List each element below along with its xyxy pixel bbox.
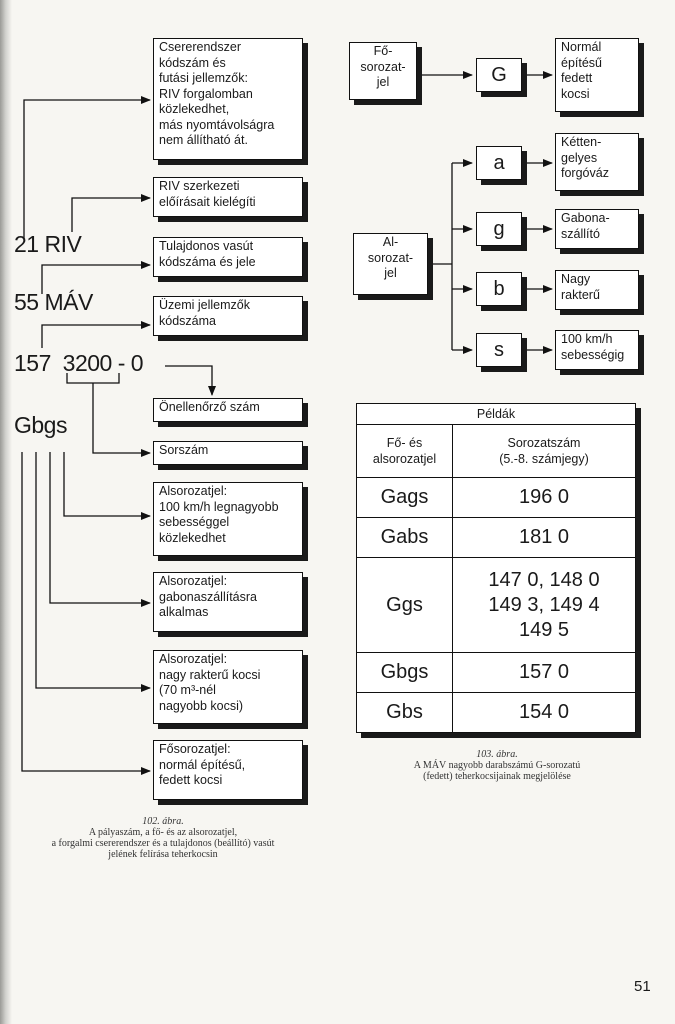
letter-g: g	[476, 212, 522, 246]
connector-s	[63, 452, 151, 520]
row-code: Gbgs	[356, 652, 453, 693]
meaning-s: 100 km/h sebességig	[555, 330, 639, 370]
label-sub-series: Al- sorozat- jel	[353, 233, 428, 295]
page-number: 51	[634, 978, 651, 995]
box-text: Tulajdonos vasút kódszáma és jele	[159, 239, 256, 269]
meaning-g: Gabona- szállító	[555, 209, 639, 249]
box-subseries-s: Alsorozatjel: 100 km/h legnagyobb sebess…	[153, 482, 303, 556]
row-code: Gbs	[356, 692, 453, 733]
row-number: 149 3, 149 4	[488, 593, 600, 616]
box-riv-construction: RIV szerkezeti előírásait kielégíti	[153, 177, 303, 217]
box-text: Alsorozatjel: gabonaszállításra alkalmas	[159, 574, 257, 619]
row-code: Ggs	[356, 557, 453, 653]
meaning-b: Nagy rakterű	[555, 270, 639, 310]
box-text: Alsorozatjel: 100 km/h legnagyobb sebess…	[159, 484, 279, 545]
connector-riv-construction	[71, 194, 151, 232]
table-row: Ggs 147 0, 148 0 149 3, 149 4 149 5	[356, 557, 636, 653]
row-code: Gags	[356, 477, 453, 518]
box-text: Önellenőrző szám	[159, 400, 260, 414]
code-mav: 55 MÁV	[14, 289, 93, 315]
label-text: Al- sorozat- jel	[367, 235, 414, 280]
caption-fig102-number: 102. ábra.	[142, 816, 184, 827]
meaning-text: 100 km/h sebességig	[561, 332, 625, 362]
caption-fig103-number: 103. ábra.	[476, 749, 518, 760]
letter-G: G	[476, 58, 522, 92]
box-exchange-code: Csererendszer kódszám és futási jellemző…	[153, 38, 303, 160]
box-serial-number: Sorszám	[153, 441, 303, 465]
connector-sub-trunk	[428, 163, 453, 350]
examples-table: Példák Fő- és alsorozatjel Sorozatszám (…	[356, 403, 636, 733]
meaning-G: Normál építésű fedett kocsi	[555, 38, 639, 112]
caption-fig103: 103. ábra. A MÁV nagyobb darabszámú G-so…	[352, 749, 642, 782]
box-text: Fősorozatjel: normál építésű, fedett koc…	[159, 742, 246, 787]
meaning-text: Nagy rakterű	[561, 272, 600, 302]
meaning-a: Kétten- gelyes forgóváz	[555, 133, 639, 191]
book-spine-shadow	[0, 0, 12, 1024]
table-row: Gbgs 157 0	[356, 652, 636, 693]
letter-b: b	[476, 272, 522, 306]
row-numbers: 154 0	[452, 692, 636, 733]
caption-fig102-text: A pályaszám, a fő- és az alsorozatjel, a…	[51, 827, 275, 860]
box-text: Üzemi jellemzők kódszáma	[159, 298, 250, 328]
code-series: Gbgs	[14, 412, 67, 438]
row-number: 181 0	[518, 526, 570, 548]
box-operating-code: Üzemi jellemzők kódszáma	[153, 296, 303, 336]
meaning-text: Normál építésű fedett kocsi	[561, 40, 603, 101]
connector-riv-exchange	[23, 96, 151, 238]
connector-operating	[41, 321, 151, 348]
connector-check-digit	[165, 365, 216, 396]
connector-owner	[41, 261, 151, 294]
table-row: Gags 196 0	[356, 477, 636, 518]
box-text: RIV szerkezeti előírásait kielégíti	[159, 179, 256, 209]
box-text: Sorszám	[159, 443, 209, 457]
letter-a: a	[476, 146, 522, 180]
row-numbers: 181 0	[452, 517, 636, 558]
row-number: 149 5	[518, 618, 570, 641]
row-numbers: 196 0	[452, 477, 636, 518]
table-row: Gabs 181 0	[356, 517, 636, 558]
label-text: Fő- sorozat- jel	[360, 44, 406, 89]
header-series-number: Sorozatszám (5.-8. számjegy)	[452, 424, 636, 478]
connector-b	[35, 452, 151, 692]
examples-table-title: Példák	[356, 403, 636, 425]
caption-fig102: 102. ábra. A pályaszám, a fő- és az also…	[8, 816, 318, 860]
meaning-text: Kétten- gelyes forgóváz	[561, 135, 609, 180]
box-main-series-G: Fősorozatjel: normál építésű, fedett koc…	[153, 740, 303, 800]
meaning-text: Gabona- szállító	[561, 211, 610, 241]
row-number: 147 0, 148 0	[488, 568, 600, 591]
box-subseries-g: Alsorozatjel: gabonaszállításra alkalmas	[153, 572, 303, 632]
box-check-digit: Önellenőrző szám	[153, 398, 303, 422]
row-number: 154 0	[518, 701, 570, 723]
box-text: Csererendszer kódszám és futási jellemző…	[159, 40, 275, 147]
caption-fig103-text: A MÁV nagyobb darabszámú G-sorozatú (fed…	[413, 760, 581, 782]
code-riv: 21 RIV	[14, 231, 82, 257]
label-main-series: Fő- sorozat- jel	[349, 42, 417, 100]
box-subseries-b: Alsorozatjel: nagy rakterű kocsi (70 m³-…	[153, 650, 303, 724]
row-number: 157 0	[518, 661, 570, 683]
connector-g	[49, 452, 151, 607]
connector-G	[21, 452, 151, 775]
box-owner-code: Tulajdonos vasút kódszáma és jele	[153, 237, 303, 277]
code-car-number: 157 3200 - 0	[14, 350, 144, 376]
row-code: Gabs	[356, 517, 453, 558]
row-number: 196 0	[518, 486, 570, 508]
connector-serial-2	[92, 383, 151, 457]
box-text: Alsorozatjel: nagy rakterű kocsi (70 m³-…	[159, 652, 261, 713]
row-numbers: 147 0, 148 0 149 3, 149 4 149 5	[452, 557, 636, 653]
row-numbers: 157 0	[452, 652, 636, 693]
letter-s: s	[476, 333, 522, 367]
header-series-code: Fő- és alsorozatjel	[356, 424, 453, 478]
table-row: Gbs 154 0	[356, 692, 636, 733]
